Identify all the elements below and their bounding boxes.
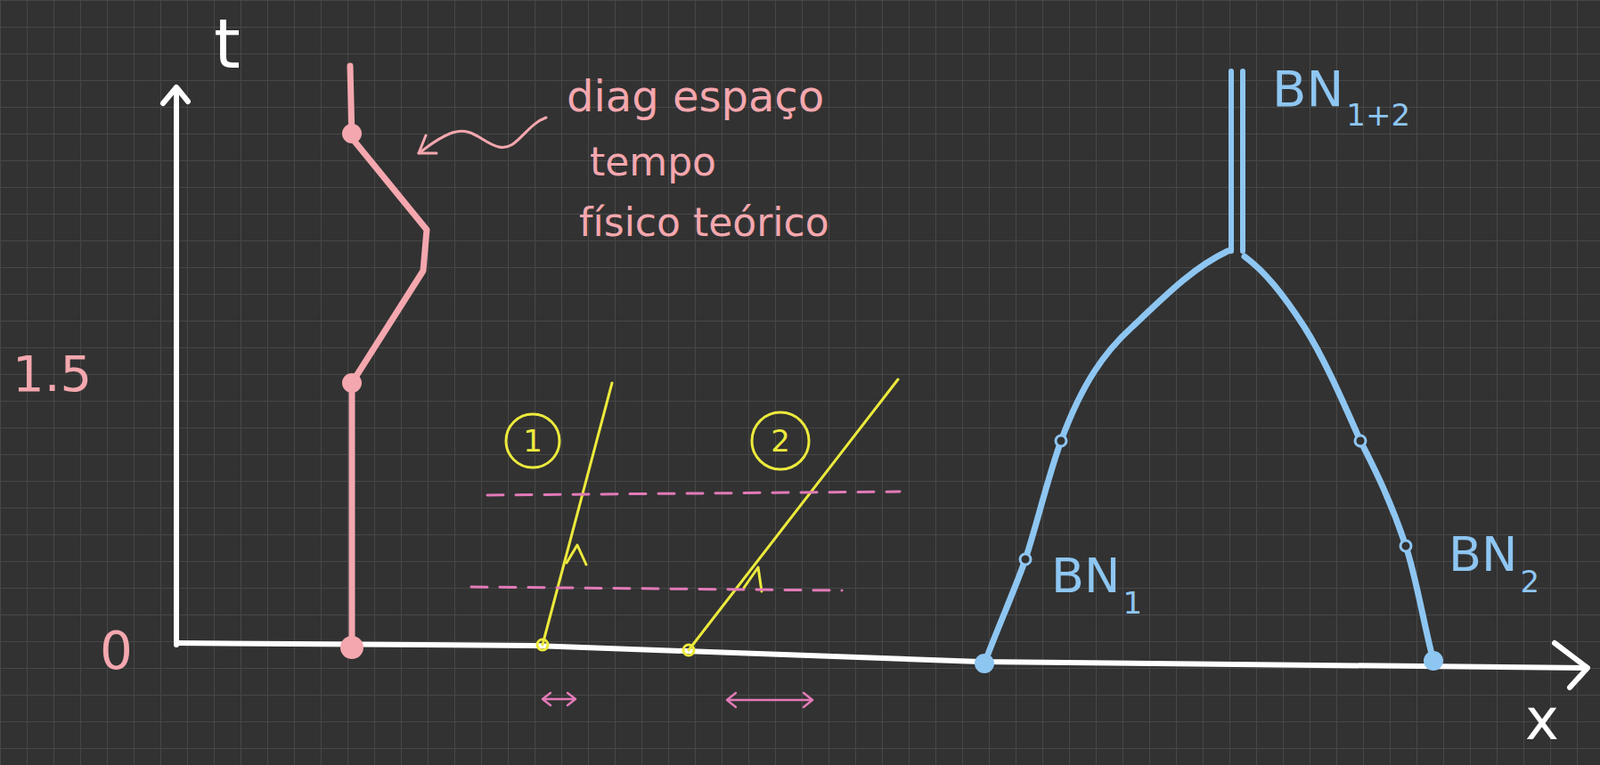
interval-arrow	[542, 693, 576, 706]
worldline-name: BN	[1448, 530, 1518, 580]
simultaneity-line	[471, 587, 842, 591]
worldline-2	[688, 379, 898, 651]
merged-worldline	[1231, 71, 1243, 252]
axis-label: t	[213, 10, 241, 79]
tick-mark	[1055, 435, 1067, 447]
tick-label: 1.5	[12, 349, 92, 400]
worldline-2-arrow	[743, 567, 762, 592]
tick-mark	[1355, 435, 1366, 447]
event-dot	[340, 636, 364, 660]
worldline-subscript: 2	[1519, 566, 1540, 597]
bn2-worldline	[1244, 256, 1434, 662]
worldline-1-arrow	[566, 545, 587, 565]
event-dot	[342, 373, 362, 393]
annotation-text: físico teórico	[579, 203, 830, 243]
pointer-arrowhead	[418, 135, 437, 154]
callout-circle: 2	[750, 410, 811, 472]
event-dot	[1423, 651, 1444, 671]
tick-label: 0	[99, 625, 133, 678]
interval-arrow	[726, 693, 813, 708]
simultaneity-line	[487, 491, 900, 496]
worldline-name: BN	[1272, 64, 1344, 115]
worldline-name: BN	[1051, 552, 1120, 601]
worldline-subscript: 1	[1122, 587, 1143, 619]
pink-worldline	[350, 65, 427, 648]
bn1-worldline	[984, 251, 1228, 664]
event-dot	[342, 123, 362, 144]
pointer-squiggle	[418, 117, 547, 154]
callout-number: 2	[770, 425, 791, 457]
event-dot	[537, 639, 548, 651]
tick-mark	[1400, 540, 1412, 552]
t-axis	[173, 89, 180, 645]
worldline-subscript: 1+2	[1346, 99, 1411, 131]
t-axis-arrow	[163, 87, 188, 104]
annotation-text: tempo	[589, 142, 717, 182]
event-dot	[683, 644, 694, 656]
callout-number: 1	[522, 425, 543, 457]
callout-circle: 1	[504, 412, 562, 470]
x-axis	[176, 643, 1586, 669]
event-dot	[974, 653, 995, 674]
x-axis-arrow	[1554, 643, 1588, 688]
axis-label: x	[1525, 691, 1560, 749]
tick-mark	[1020, 554, 1031, 565]
annotation-text: diag espaço	[566, 74, 825, 118]
